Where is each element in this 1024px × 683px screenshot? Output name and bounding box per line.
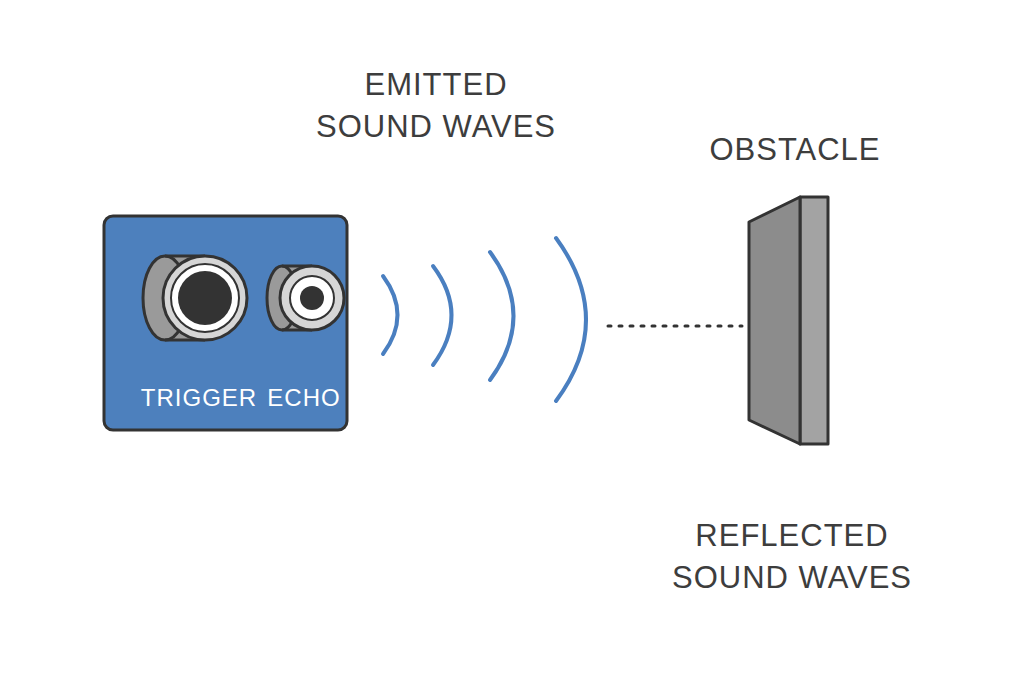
pin-label: ECHO: [264, 382, 344, 413]
dotted-path: [608, 325, 742, 328]
node-heading: OBSTACLE: [680, 130, 910, 170]
obstacle-box: OBSTACLE: [680, 126, 910, 446]
wave-label: REFLECTED SOUND WAVES: [662, 515, 922, 599]
pin-label: TRIGGER: [134, 382, 264, 413]
obstacle-shape: [749, 197, 828, 444]
echo-transducer: [267, 266, 344, 330]
sound-waves: [383, 238, 586, 401]
sensor-housing: [104, 216, 347, 430]
wave-label: EMITTED SOUND WAVES: [306, 64, 566, 148]
trigger-transducer: [143, 256, 247, 340]
sensor-box: TRIGGERECHO: [104, 216, 347, 430]
